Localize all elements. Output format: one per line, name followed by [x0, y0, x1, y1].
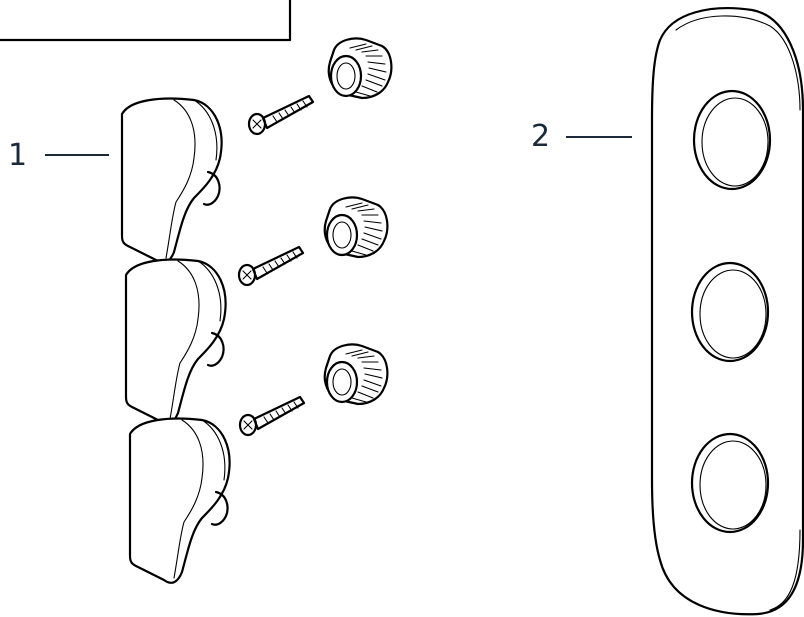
screw-icon [237, 245, 305, 287]
screw-icon [247, 94, 315, 136]
handle-icon [124, 258, 227, 425]
callout-number-2: 2 [531, 119, 551, 154]
splined-adapter-icon [323, 196, 389, 259]
oval-cover-plate-icon [650, 7, 804, 616]
callout-number-1: 1 [8, 138, 28, 173]
handle-icon [120, 97, 223, 264]
splined-adapter-icon [327, 37, 393, 100]
splined-adapter-icon [323, 343, 389, 406]
screw-icon [238, 395, 306, 437]
frame-border [0, 0, 292, 42]
handle-icon [128, 417, 231, 584]
